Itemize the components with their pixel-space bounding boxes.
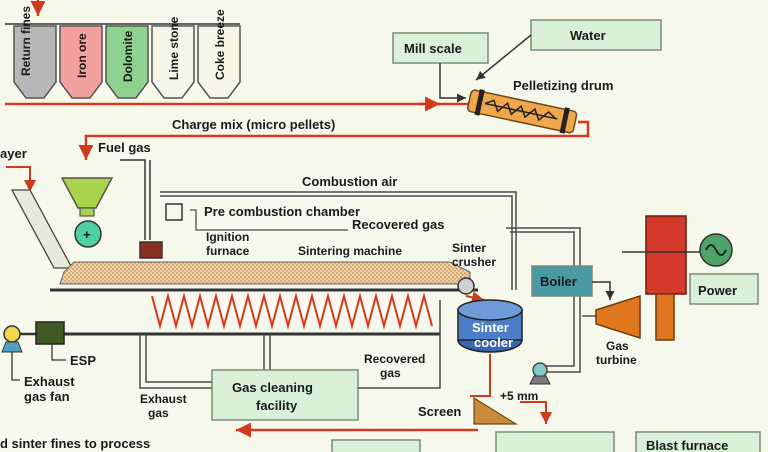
esp-unit xyxy=(35,321,65,345)
gas-cleaning-label-2: facility xyxy=(256,398,298,413)
ignition-furnace-label-1: Ignition xyxy=(206,230,249,244)
bin-return-fines xyxy=(13,25,57,99)
gas-cleaning-inlet xyxy=(263,334,271,370)
recovered-gas-bottom-label-2: gas xyxy=(380,366,401,380)
bin-coke-breeze xyxy=(197,25,241,99)
exhaust-gas-fan-label-2: gas fan xyxy=(24,389,70,404)
bin-label-return-fines: Return fines xyxy=(19,6,33,76)
sintering-machine-label: Sintering machine xyxy=(298,244,402,258)
generator-unit xyxy=(645,215,687,295)
sinter-crusher-label-1: Sinter xyxy=(452,241,486,255)
crusher-to-cooler xyxy=(465,291,485,304)
sinter-cooler-label-1: Sinter xyxy=(472,320,509,335)
sinter-crusher-label-2: crusher xyxy=(452,255,496,269)
exhaust-gas-duct-2 xyxy=(145,334,212,383)
combustion-air-duct-inner xyxy=(160,195,513,290)
exhaust-gas-label-2: gas xyxy=(148,406,169,420)
charging-hopper xyxy=(60,177,114,209)
water-label: Water xyxy=(570,28,606,43)
bin-lime-stone xyxy=(151,25,195,99)
cooler-air-loop-inner xyxy=(510,231,575,367)
bottom-box-middle xyxy=(495,431,615,452)
screen-to-blast xyxy=(520,401,552,424)
gas-cleaning-facility xyxy=(211,369,359,421)
gas-turbine xyxy=(595,294,641,340)
fuel-gas-label: Fuel gas xyxy=(98,140,151,155)
hearth-chute xyxy=(10,189,74,269)
screen-shape xyxy=(473,396,519,425)
gas-turbine-label-2: turbine xyxy=(596,353,637,367)
exhaust-gas-label-1: Exhaust xyxy=(140,392,187,406)
recovered-gas-duct-top xyxy=(190,209,348,231)
bin-label-coke-breeze: Coke breeze xyxy=(213,9,227,80)
fan-base xyxy=(1,341,23,353)
sine-wave-icon xyxy=(705,244,727,256)
cooler-to-screen xyxy=(470,354,491,397)
boiler-label: Boiler xyxy=(540,274,577,289)
generator-lower xyxy=(655,293,675,341)
ignition-furnace-label-2: furnace xyxy=(206,244,250,258)
plus-5mm-label: +5 mm xyxy=(500,389,538,403)
bin-label-lime-stone: Lime stone xyxy=(167,16,181,80)
fuel-gas-line xyxy=(120,159,146,240)
layer-line xyxy=(6,166,36,192)
boiler-box xyxy=(531,265,593,297)
bin-label-iron-ore: Iron ore xyxy=(75,33,89,78)
layer-label: ayer xyxy=(0,146,27,161)
pre-combustion-chamber xyxy=(165,203,183,221)
sinter-crusher xyxy=(457,277,475,295)
water-line xyxy=(475,34,532,81)
power-box xyxy=(689,273,759,305)
pelletizing-drum-label: Pelletizing drum xyxy=(513,78,613,93)
gas-cleaning-label-1: Gas cleaning xyxy=(232,380,313,395)
ignition-furnace xyxy=(139,241,163,259)
mill-scale-label: Mill scale xyxy=(404,41,462,56)
bin-iron-ore xyxy=(59,25,103,99)
recovered-gas-duct-bottom xyxy=(358,300,441,389)
sinter-cooler-label-2: cooler xyxy=(474,335,513,350)
blast-furnace-label: Blast furnace xyxy=(646,438,728,452)
drum-feeder xyxy=(74,220,102,248)
charge-mix-line xyxy=(78,120,590,160)
sinter-fines-label: d sinter fines to process xyxy=(0,436,150,451)
pelletizing-drum xyxy=(467,89,578,134)
mill-scale-line xyxy=(439,63,466,103)
bin-dolomite xyxy=(105,25,149,99)
hopper-neck xyxy=(79,207,95,217)
recovered-gas-bottom-label-1: Recovered xyxy=(364,352,425,366)
combustion-air-duct xyxy=(160,191,517,290)
screen-label: Screen xyxy=(418,404,461,419)
pre-combustion-chamber-label: Pre combustion chamber xyxy=(204,204,360,219)
exhaust-gas-duct xyxy=(139,334,212,389)
recovered-gas-top-label: Recovered gas xyxy=(352,217,445,232)
blast-furnace-box xyxy=(635,431,761,452)
esp-label: ESP xyxy=(70,353,96,368)
exhaust-gas-fan-label-1: Exhaust xyxy=(24,374,75,389)
combustion-air-label: Combustion air xyxy=(302,174,397,189)
bin-label-dolomite: Dolomite xyxy=(121,30,135,82)
cooler-fan xyxy=(532,362,548,378)
bottom-box-left xyxy=(331,439,421,452)
exhaust-gas-fan xyxy=(3,325,21,343)
gas-turbine-label-1: Gas xyxy=(606,339,629,353)
sinter-bed xyxy=(59,261,471,285)
drum-feeder-plus-icon: + xyxy=(83,227,91,242)
cooler-air-loop xyxy=(506,227,581,373)
sinter-cooler xyxy=(457,299,523,353)
power-label: Power xyxy=(698,283,737,298)
charge-mix-label: Charge mix (micro pellets) xyxy=(172,117,335,132)
cooler-fan-base xyxy=(529,375,551,385)
esp-leader xyxy=(51,344,66,361)
fan-leader xyxy=(11,352,20,381)
boiler-to-turbine xyxy=(592,281,615,300)
wind-boxes xyxy=(151,292,433,330)
